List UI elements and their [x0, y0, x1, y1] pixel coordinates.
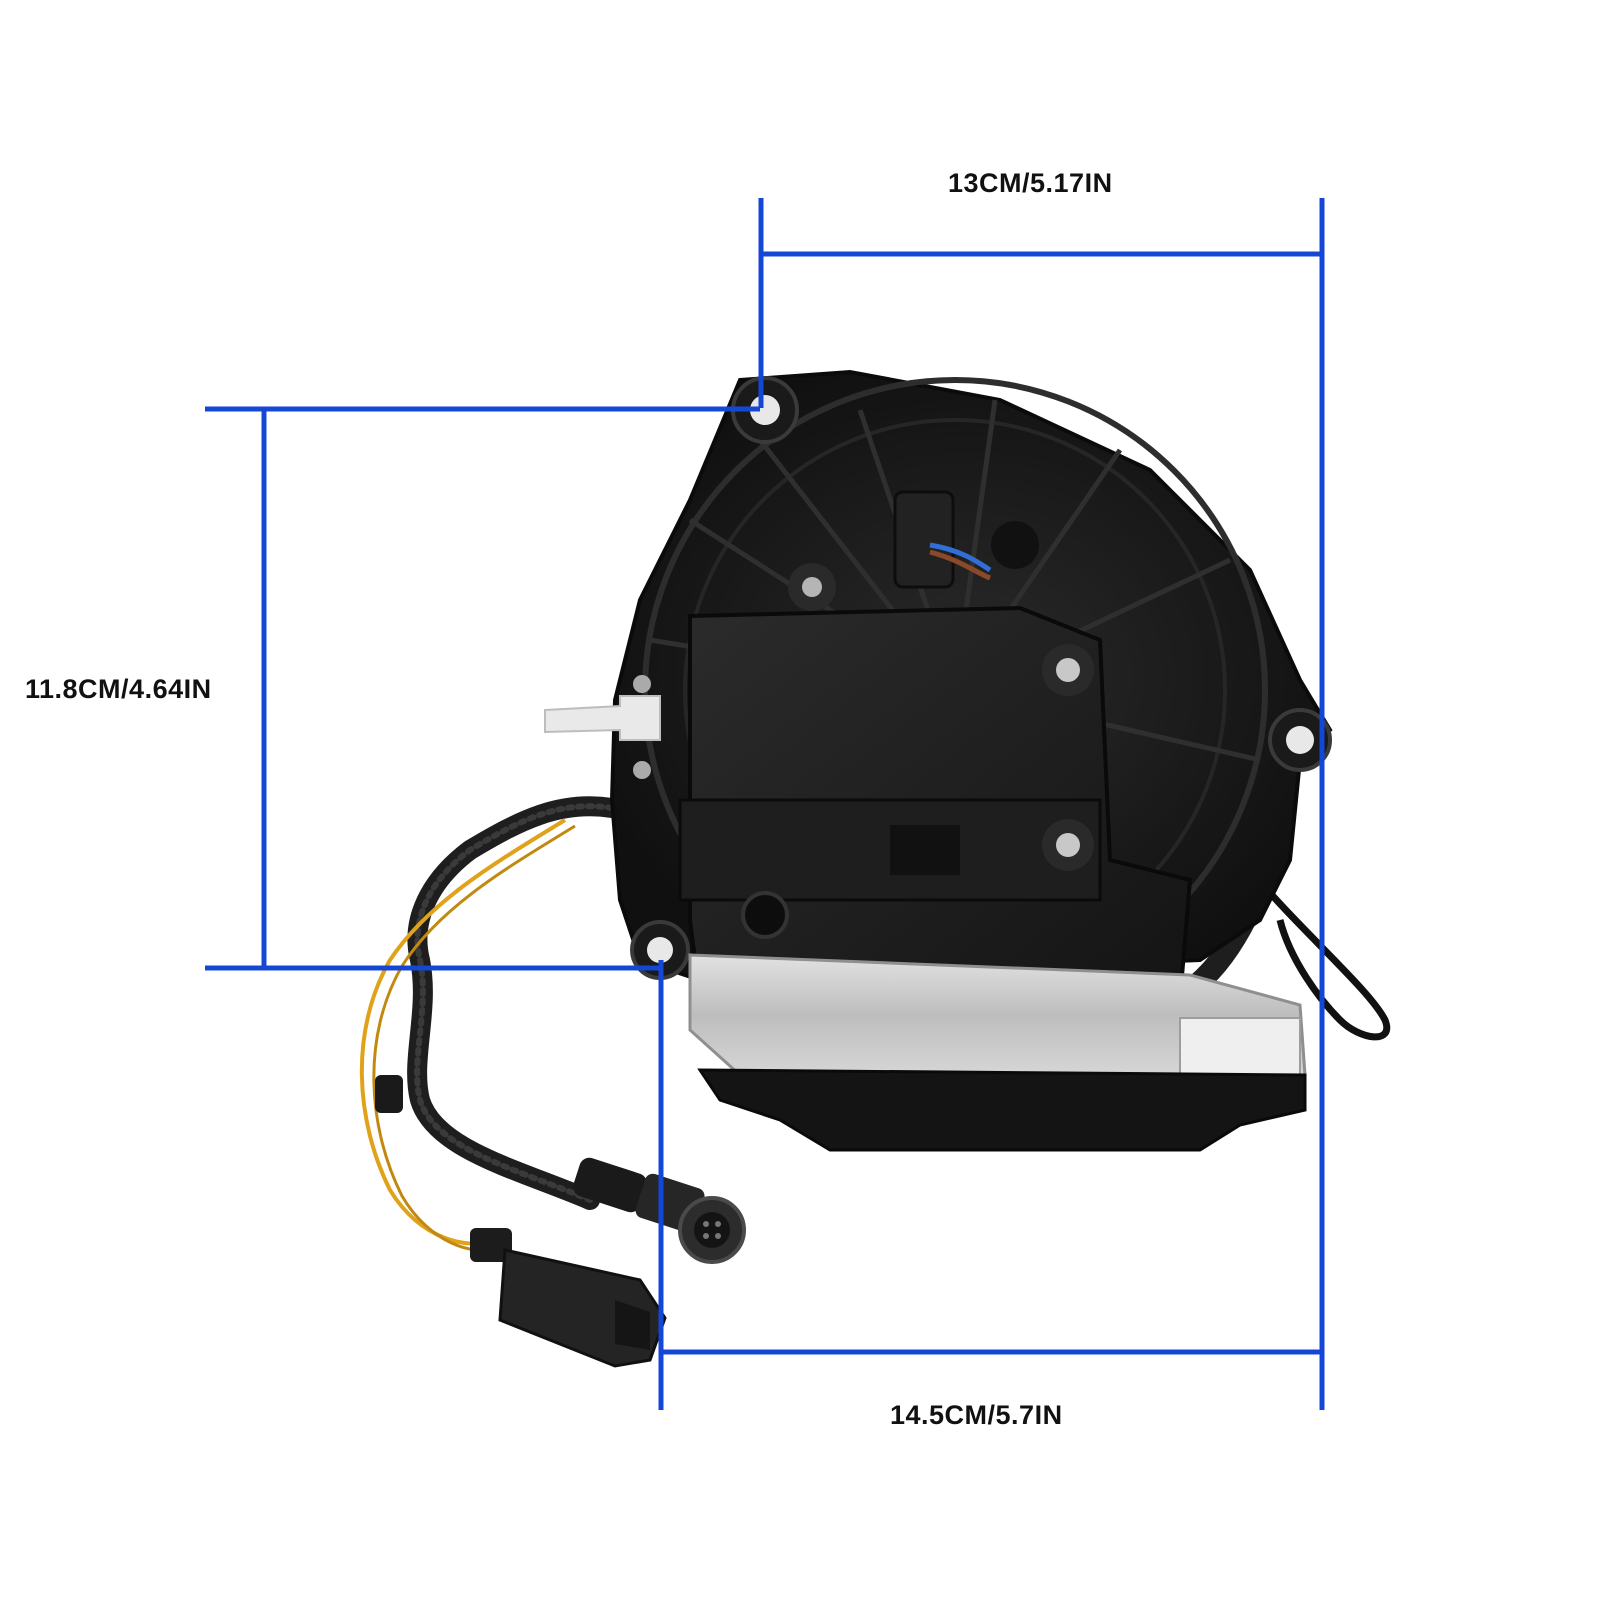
dimension-lines: [205, 198, 1325, 1410]
top-width-label: 13CM/5.17IN: [948, 168, 1113, 198]
metal-plate: [688, 953, 1307, 1152]
bottom-width-label: 14.5CM/5.7IN: [890, 1400, 1063, 1430]
gearbox-block: [544, 605, 1193, 1002]
aviation-connector: [573, 1157, 746, 1264]
flat-plug-connector: [470, 1228, 667, 1368]
height-label: 11.8CM/4.64IN: [25, 674, 212, 704]
